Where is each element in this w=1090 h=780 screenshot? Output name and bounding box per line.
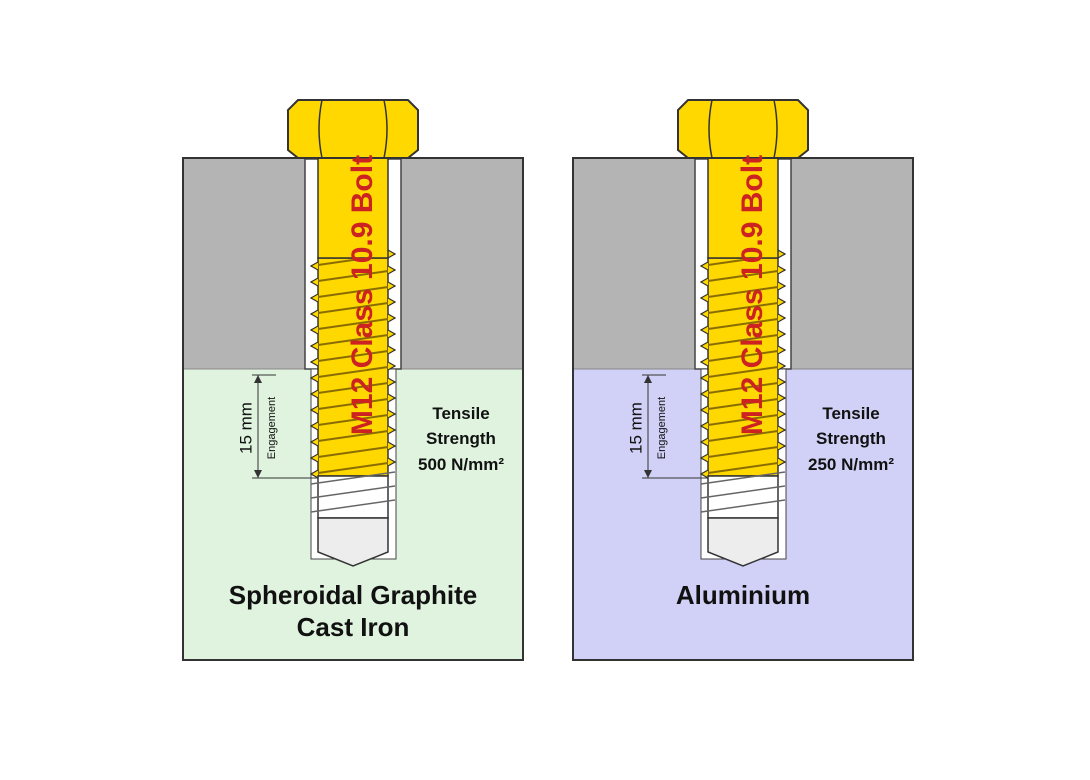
- free-thread-section: [700, 471, 786, 519]
- engagement-word-label: Engagement: [266, 397, 278, 459]
- material-name-line-2: Cast Iron: [297, 612, 410, 642]
- tensile-line-1: Tensile: [432, 404, 489, 423]
- tensile-line-2: Strength: [426, 429, 496, 448]
- bolt-shank: [317, 149, 389, 259]
- engaged-thread-section: [309, 249, 397, 479]
- engagement-length-label: 15 mm: [236, 402, 255, 454]
- tensile-value: 250 N/mm²: [808, 455, 894, 474]
- engagement-dimension: [252, 374, 318, 479]
- bolt-label: M12 Class 10.9 Bolt: [736, 155, 769, 435]
- drill-point: [707, 517, 779, 567]
- material-name-line-1: Spheroidal Graphite: [229, 580, 478, 610]
- engagement-word-label: Engagement: [656, 397, 668, 459]
- bolt-hex-head: [287, 99, 419, 159]
- drill-point: [317, 517, 389, 567]
- tensile-line-1: Tensile: [822, 404, 879, 423]
- free-thread-section: [310, 471, 396, 519]
- bolt-hex-head: [677, 99, 809, 159]
- bolt-shank: [707, 149, 779, 259]
- tensile-value: 500 N/mm²: [418, 455, 504, 474]
- material-name-line-1: Aluminium: [676, 580, 810, 610]
- tensile-line-2: Strength: [816, 429, 886, 448]
- bolt-label: M12 Class 10.9 Bolt: [346, 155, 379, 435]
- engagement-dimension: [642, 374, 708, 479]
- engaged-thread-section: [699, 249, 787, 479]
- panel-aluminium: M12 Class 10.9 Bolt 15 mm Engagement Ten…: [572, 99, 914, 661]
- panel-cast-iron: M12 Class 10.9 Bolt 15 mm Engagement Ten…: [182, 99, 524, 661]
- engagement-length-label: 15 mm: [626, 402, 645, 454]
